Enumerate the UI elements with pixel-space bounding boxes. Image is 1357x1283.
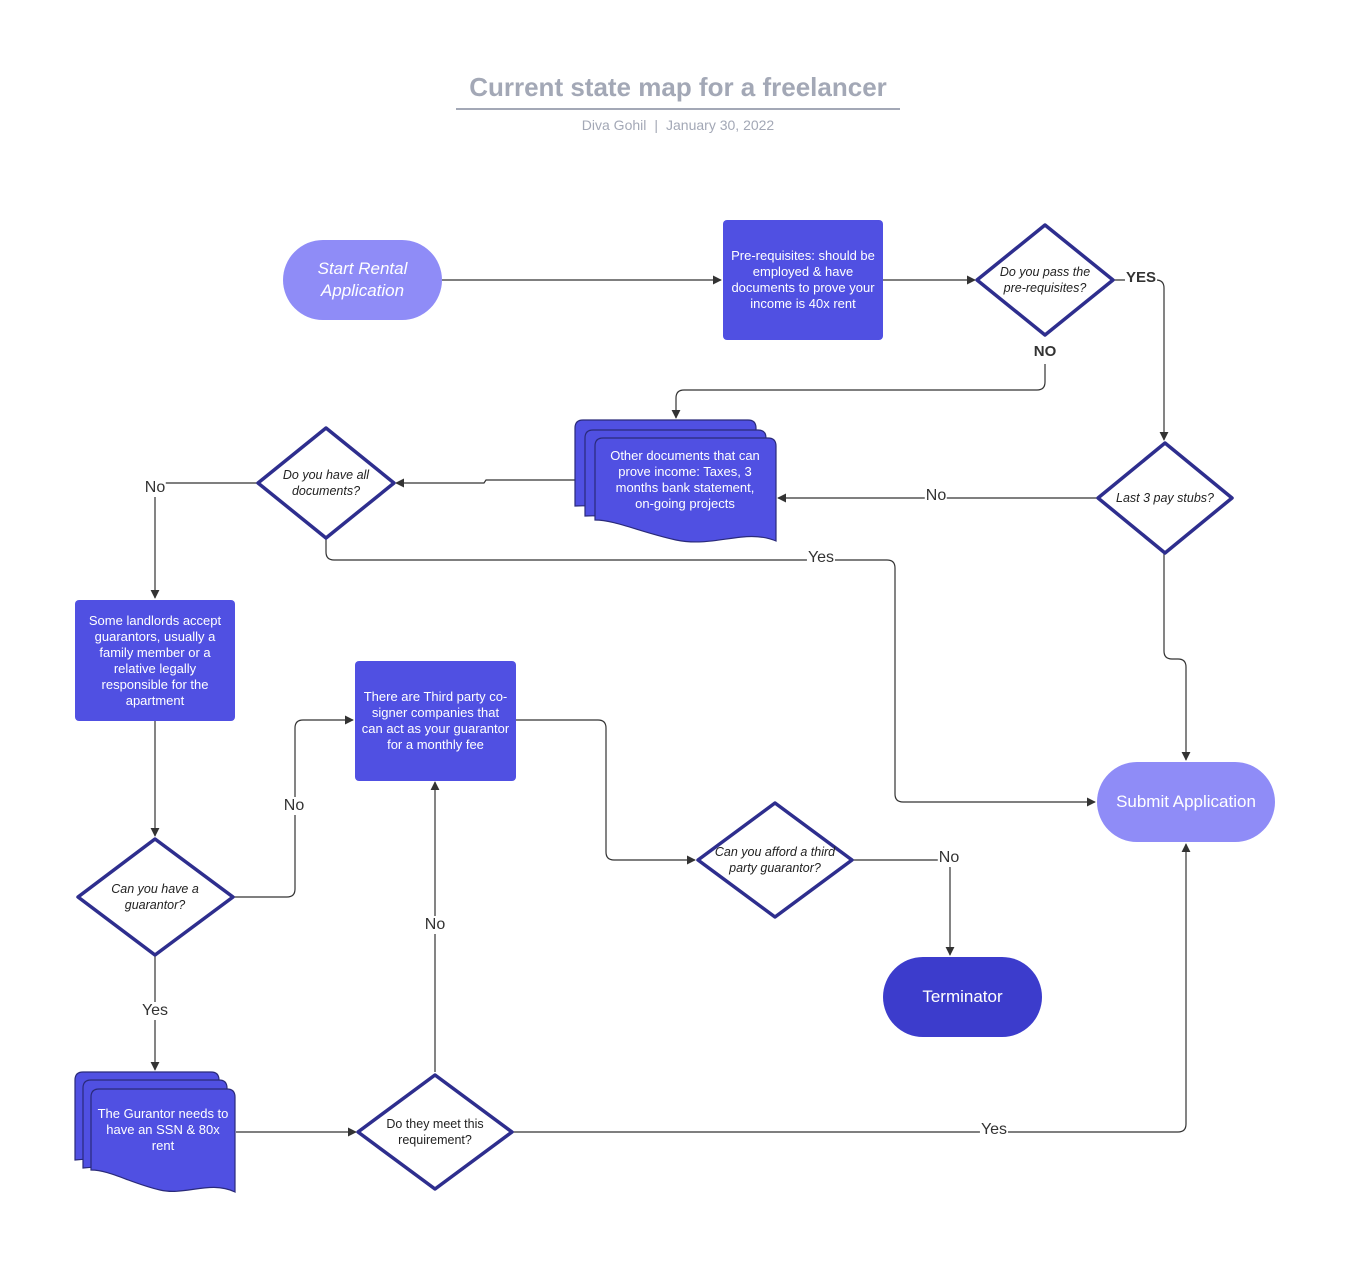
edge-label-yes-meet: Yes xyxy=(979,1121,1009,1139)
pass-prereq-decision[interactable]: Do you pass the pre-requisites? xyxy=(999,265,1091,295)
subtitle-separator: | xyxy=(654,117,659,133)
edge-pass-yes-to-stubs xyxy=(1114,279,1169,441)
terminator-terminal[interactable]: Terminator xyxy=(922,987,1003,1006)
afford-guarantor-decision-shape xyxy=(696,801,854,919)
edge-other-docs-to-all-docs xyxy=(395,478,575,488)
pass-prereq-decision-shape xyxy=(975,223,1115,337)
guarantor-needs-document[interactable]: The Gurantor needs to have an SSN & 80x … xyxy=(97,1106,229,1153)
edge-third-party-to-afford xyxy=(516,719,696,865)
start-terminal-shape xyxy=(283,240,442,320)
diagram-date: January 30, 2022 xyxy=(666,117,775,133)
pay-stubs-decision-shape xyxy=(1096,441,1234,555)
edge-label-yes-docs: Yes xyxy=(806,549,836,567)
edge-all-docs-yes-to-submit xyxy=(325,539,1096,807)
edge-label-no-afford: No xyxy=(937,849,961,867)
other-docs-document[interactable]: Other documents that can prove income: T… xyxy=(610,448,760,511)
author-name: Diva Gohil xyxy=(581,117,647,133)
have-guarantor-decision-shape xyxy=(76,837,235,957)
edge-all-docs-no-to-landlords xyxy=(150,482,257,599)
landlords-process-shape xyxy=(75,600,235,721)
edge-label-no-prereq: NO xyxy=(1032,343,1058,361)
prereq-process-box[interactable]: Pre-requisites: should be employed & hav… xyxy=(731,248,875,311)
edge-meet-yes-to-submit xyxy=(513,843,1191,1133)
diagram-title: Current state map for a freelancer xyxy=(469,72,887,102)
pay-stubs-decision[interactable]: Last 3 pay stubs? xyxy=(1116,491,1214,505)
edge-label-yes-prereq: YES xyxy=(1124,269,1158,287)
edge-label-no-have-guarantor: No xyxy=(282,797,306,815)
edge-afford-no-to-terminator xyxy=(853,859,955,956)
edge-label-no-docs: No xyxy=(143,479,167,497)
prereq-process-shape xyxy=(723,220,883,340)
submit-terminal-shape xyxy=(1097,762,1275,842)
third-party-process-shape xyxy=(355,661,516,781)
guarantor-needs-document-shape xyxy=(74,1071,236,1193)
edge-label-yes-have-guarantor: Yes xyxy=(140,1002,170,1020)
diagram-subtitle: Diva Gohil | January 30, 2022 xyxy=(456,117,900,133)
edge-label-no-stubs: No xyxy=(924,487,948,505)
edge-pass-no-to-other-docs xyxy=(671,364,1046,419)
submit-application-terminal[interactable]: Submit Application xyxy=(1116,792,1256,811)
afford-guarantor-decision[interactable]: Can you afford a third party guarantor? xyxy=(714,845,836,875)
decisions xyxy=(76,223,1234,1191)
meet-requirement-decision[interactable]: Do they meet this requirement? xyxy=(386,1117,484,1147)
title-underline xyxy=(456,108,900,110)
edge-stubs-to-submit xyxy=(1163,554,1191,761)
all-docs-decision-shape xyxy=(256,426,396,540)
other-docs-document-shape xyxy=(574,419,777,543)
start-rental-application-terminal[interactable]: Start Rental Application xyxy=(317,259,408,300)
edge-label-no-meet: No xyxy=(423,916,447,934)
meet-requirement-decision-shape xyxy=(356,1073,514,1191)
terminator-terminal-shape xyxy=(883,957,1042,1037)
third-party-cosigner-process-box[interactable]: There are Third party co-signer companie… xyxy=(361,689,510,752)
landlords-guarantors-process-box[interactable]: Some landlords accept guarantors, usuall… xyxy=(88,612,222,708)
all-docs-decision[interactable]: Do you have all documents? xyxy=(282,468,370,498)
have-guarantor-decision[interactable]: Can you have a guarantor? xyxy=(111,882,199,912)
